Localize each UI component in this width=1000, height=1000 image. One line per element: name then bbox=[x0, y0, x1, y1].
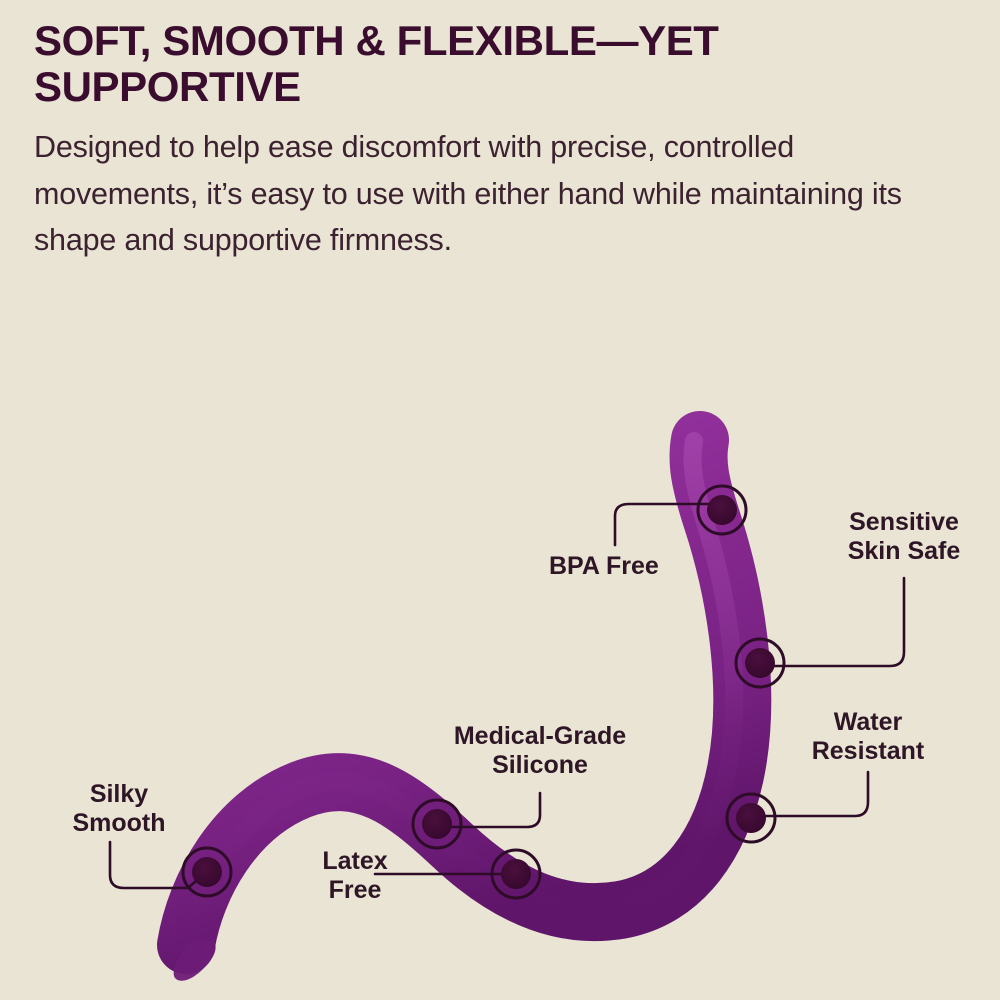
callout-label-water-resistant: Water Resistant bbox=[811, 708, 925, 765]
connector-medical-grade bbox=[440, 791, 542, 829]
marker-bpa-free bbox=[696, 484, 748, 536]
marker-silky-smooth bbox=[181, 846, 233, 898]
callout-label-medical-grade-silicone: Medical-Grade Silicone bbox=[453, 722, 627, 779]
callout-label-sensitive-skin-safe: Sensitive Skin Safe bbox=[847, 508, 961, 565]
marker-medical-grade bbox=[411, 798, 463, 850]
callout-label-silky-smooth: Silky Smooth bbox=[72, 780, 166, 837]
wand-body bbox=[157, 411, 772, 981]
callout-connectors bbox=[108, 502, 906, 890]
page-title: SOFT, SMOOTH & FLEXIBLE—YET SUPPORTIVE bbox=[34, 17, 719, 111]
connector-sensitive-skin-safe bbox=[765, 576, 906, 668]
connector-water-resistant bbox=[758, 770, 870, 818]
callout-markers bbox=[181, 484, 786, 900]
connector-silky-smooth bbox=[108, 840, 206, 890]
intro-text-block: SOFT, SMOOTH & FLEXIBLE—YET SUPPORTIVE D… bbox=[34, 17, 964, 263]
connector-bpa-free bbox=[613, 502, 718, 547]
marker-water-resistant bbox=[725, 792, 777, 844]
callout-label-latex-free: Latex Free bbox=[322, 847, 388, 904]
description-paragraph: Designed to help ease discomfort with pr… bbox=[34, 130, 902, 258]
marker-sensitive-skin-safe bbox=[734, 637, 786, 689]
callout-label-bpa-free: BPA Free bbox=[549, 552, 659, 580]
marker-latex-free bbox=[490, 848, 542, 900]
